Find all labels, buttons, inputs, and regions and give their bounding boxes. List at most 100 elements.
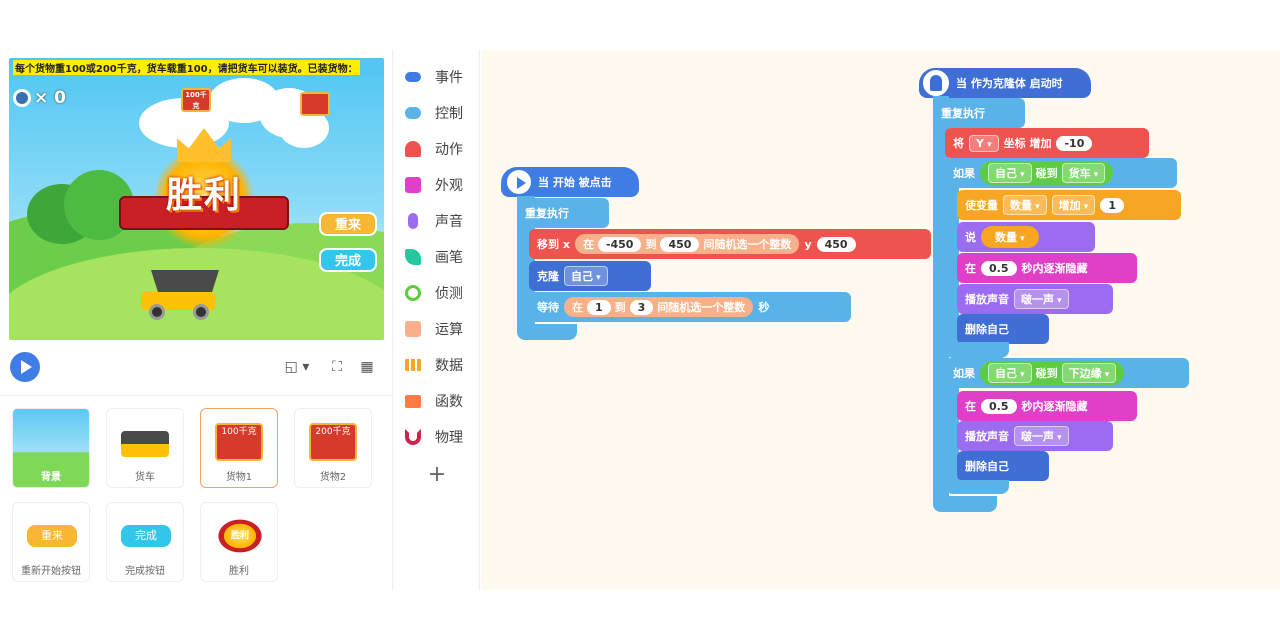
sprite-item-background[interactable]: 背景: [12, 408, 90, 488]
grid-icon[interactable]: ▦: [360, 359, 374, 375]
var-label: 使变量: [965, 199, 998, 212]
fade-seconds-input[interactable]: 0.5: [981, 260, 1017, 276]
run-button[interactable]: [10, 352, 40, 382]
sound-dropdown[interactable]: 啵一声: [1014, 289, 1069, 309]
random-to-input[interactable]: 3: [629, 299, 654, 315]
sound-label: 播放声音: [965, 430, 1009, 443]
touch-target-dropdown[interactable]: 下边缘: [1061, 363, 1117, 383]
touching-label: 碰到: [1035, 167, 1058, 180]
sprite-name: 重新开始按钮: [21, 566, 81, 577]
restart-button[interactable]: 重来: [319, 212, 377, 236]
cargo-crate-100[interactable]: 100千克: [181, 88, 211, 112]
wait-block[interactable]: 等待 在 1 到 3 间随机选一个整数 秒: [529, 292, 851, 322]
random-from-input[interactable]: 1: [587, 299, 611, 315]
start-flag-icon: [505, 168, 533, 196]
sprite-item-done-button[interactable]: 完成 完成按钮: [106, 502, 184, 582]
if-end: [945, 342, 1009, 358]
fade-out-block[interactable]: 在 0.5 秒内逐渐隐藏: [957, 253, 1137, 283]
forever-block[interactable]: 重复执行: [517, 198, 609, 228]
category-sensing[interactable]: 侦测: [393, 278, 481, 308]
y-input[interactable]: 450: [816, 236, 856, 252]
sprite-item-cargo2[interactable]: 200千克 货物2: [294, 408, 372, 488]
crown-icon: [177, 128, 231, 162]
goto-xy-block[interactable]: 移到 x 在 -450 到 450 间随机选一个整数 y 450: [529, 229, 931, 259]
axis-dropdown[interactable]: Y: [969, 134, 999, 152]
if-label: 如果: [953, 367, 975, 380]
if-arm: [945, 160, 959, 350]
category-data[interactable]: 数据: [393, 350, 481, 380]
category-looks[interactable]: 外观: [393, 170, 481, 200]
sprite-thumb: 完成: [121, 525, 171, 547]
say-block[interactable]: 说 数量: [957, 222, 1095, 252]
y-label: y: [804, 237, 812, 251]
wheel-icon: [193, 304, 209, 320]
wheel-icon: [149, 304, 165, 320]
category-pen[interactable]: 画笔: [393, 242, 481, 272]
add-extension-button[interactable]: +: [427, 462, 447, 487]
stage-size-dropdown[interactable]: ◱ ▾: [284, 359, 310, 375]
operation-dropdown[interactable]: 增加: [1051, 195, 1096, 215]
var-value-input[interactable]: 1: [1100, 197, 1124, 213]
category-functions[interactable]: 函数: [393, 386, 481, 416]
random-int-reporter[interactable]: 在 -450 到 450 间随机选一个整数: [574, 234, 800, 254]
stage-panel: 每个货物重100或200千克，货车载重100，请把货车可以装货。已装货物： × …: [0, 50, 392, 445]
random-in-label: 在: [572, 301, 583, 314]
clone-target-dropdown[interactable]: 自己: [564, 266, 608, 286]
category-sound[interactable]: 声音: [393, 206, 481, 236]
random-to-label: 到: [614, 301, 626, 314]
play-sound-block[interactable]: 播放声音 啵一声: [957, 284, 1113, 314]
say-variable-dropdown[interactable]: 数量: [989, 228, 1031, 246]
variable-dropdown[interactable]: 数量: [1003, 195, 1047, 215]
category-physics[interactable]: 物理: [393, 422, 481, 452]
script-canvas[interactable]: 当 开始 被点击 重复执行 移到 x 在 -450 到 450 间随机选一个整数…: [481, 50, 1280, 590]
variable-reporter[interactable]: 数量: [981, 226, 1039, 248]
when-clone-starts-hat-block[interactable]: 当 作为克隆体 启动时: [919, 68, 1091, 98]
sprite-item-victory[interactable]: 胜利 胜利: [200, 502, 278, 582]
if-touching-edge-block[interactable]: 如果 自己 碰到 下边缘: [945, 358, 1189, 388]
delete-self-block[interactable]: 删除自己: [957, 451, 1049, 481]
truck-sprite[interactable]: [141, 270, 221, 320]
category-motion[interactable]: 动作: [393, 134, 481, 164]
victory-text: 胜利: [165, 175, 242, 216]
change-by-label: 坐标 增加: [1003, 137, 1052, 150]
cargo-crate-200[interactable]: [300, 92, 330, 116]
function-icon: [405, 394, 421, 408]
touching-reporter[interactable]: 自己 碰到 货车: [980, 161, 1114, 185]
repeat-end: [517, 324, 577, 340]
touching-reporter[interactable]: 自己 碰到 下边缘: [980, 361, 1125, 385]
clone-block[interactable]: 克隆 自己: [529, 261, 651, 291]
category-events[interactable]: 事件: [393, 62, 481, 92]
goto-label: 移到 x: [537, 238, 570, 251]
change-value-input[interactable]: -10: [1056, 135, 1093, 151]
random-label: 间随机选一个整数: [703, 238, 792, 251]
when-start-clicked-hat-block[interactable]: 当 开始 被点击: [501, 167, 639, 197]
play-sound-block[interactable]: 播放声音 啵一声: [957, 421, 1113, 451]
change-y-block[interactable]: 将 Y 坐标 增加 -10: [945, 128, 1149, 158]
random-int-reporter[interactable]: 在 1 到 3 间随机选一个整数: [564, 297, 754, 317]
timer-counter: × 0: [13, 88, 66, 108]
category-control[interactable]: 控制: [393, 98, 481, 128]
fullscreen-icon[interactable]: ⛶: [332, 359, 342, 375]
done-button[interactable]: 完成: [319, 248, 377, 272]
delete-label: 删除自己: [965, 460, 1009, 473]
change-variable-block[interactable]: 使变量 数量 增加 1: [957, 190, 1181, 220]
sprite-item-restart-button[interactable]: 重来 重新开始按钮: [12, 502, 90, 582]
sprite-thumb: 重来: [27, 525, 77, 547]
forever-block[interactable]: 重复执行: [933, 98, 1025, 128]
fade-seconds-input[interactable]: 0.5: [981, 398, 1017, 414]
touch-target-dropdown[interactable]: 货车: [1061, 163, 1106, 183]
sprite-item-truck[interactable]: 货车: [106, 408, 184, 488]
random-to-input[interactable]: 450: [660, 236, 700, 252]
self-dropdown[interactable]: 自己: [988, 363, 1032, 383]
self-dropdown[interactable]: 自己: [988, 163, 1032, 183]
stage-canvas[interactable]: 每个货物重100或200千克，货车载重100，请把货车可以装货。已装货物： × …: [9, 58, 384, 340]
sound-dropdown[interactable]: 啵一声: [1014, 426, 1069, 446]
ghost-icon: [405, 141, 421, 157]
if-touching-truck-block[interactable]: 如果 自己 碰到 货车: [945, 158, 1177, 188]
sprite-item-cargo1[interactable]: 100千克 货物1: [200, 408, 278, 488]
category-operators[interactable]: 运算: [393, 314, 481, 344]
fade-out-block[interactable]: 在 0.5 秒内逐渐隐藏: [957, 391, 1137, 421]
if-arm: [945, 360, 959, 492]
random-from-input[interactable]: -450: [597, 236, 642, 252]
delete-self-block[interactable]: 删除自己: [957, 314, 1049, 344]
